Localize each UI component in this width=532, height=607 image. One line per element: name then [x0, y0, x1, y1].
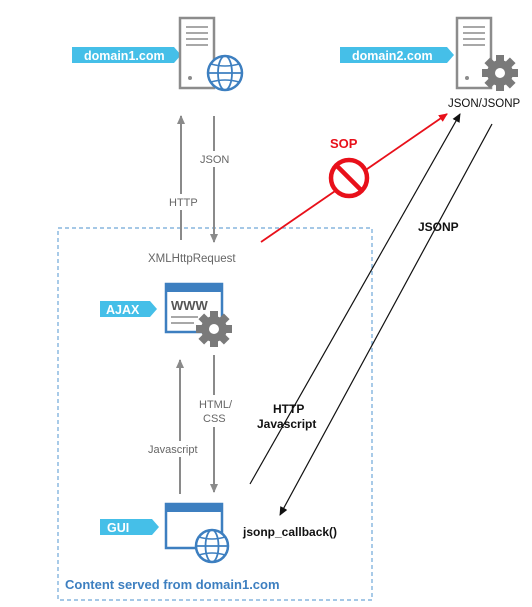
- http-bold-label: HTTP: [273, 402, 304, 416]
- ajax-tag-label: AJAX: [106, 303, 140, 317]
- javascript-label: Javascript: [148, 444, 198, 456]
- javascript-bold-label: Javascript: [257, 417, 316, 431]
- domain2-tag: [340, 47, 454, 63]
- gui-tag-label: GUI: [107, 521, 129, 535]
- region-label: Content served from domain1.com: [65, 577, 280, 592]
- gui-tag: [100, 519, 159, 535]
- json-label: JSON: [200, 154, 229, 166]
- domain1-server-node: domain1.com: [72, 16, 244, 92]
- domain1-tag-label: domain1.com: [84, 49, 165, 63]
- css-label: CSS: [203, 413, 226, 425]
- gear-icon: [196, 311, 232, 347]
- globe-icon: [206, 54, 244, 92]
- gear-icon: [482, 55, 518, 91]
- www-label: WWW: [171, 298, 209, 313]
- http-label: HTTP: [169, 197, 198, 209]
- ajax-tag: [100, 301, 157, 317]
- domain1-tag: [72, 47, 181, 63]
- no-entry-icon: [328, 157, 370, 199]
- browser-window-icon: [164, 502, 224, 550]
- http-javascript-arrow: [249, 113, 461, 485]
- ajax-node: AJAX WWW: [100, 282, 232, 347]
- gui-node: GUI jsonp_callback(): [100, 502, 337, 564]
- jsonp-arrow: [279, 123, 493, 516]
- xhr-label: XMLHttpRequest: [148, 253, 236, 265]
- html-label: HTML/: [199, 399, 233, 411]
- jsonp-label: JSONP: [418, 220, 459, 234]
- domain2-tag-label: domain2.com: [352, 49, 433, 63]
- sop-label: SOP: [330, 136, 358, 151]
- domain2-caption: JSON/JSONP: [448, 98, 521, 110]
- globe-icon: [194, 528, 230, 564]
- jsonp-callback-label: jsonp_callback(): [242, 525, 337, 539]
- domain2-server-node: domain2.com JSON/JSONP: [340, 16, 521, 110]
- server-icon: [455, 16, 493, 90]
